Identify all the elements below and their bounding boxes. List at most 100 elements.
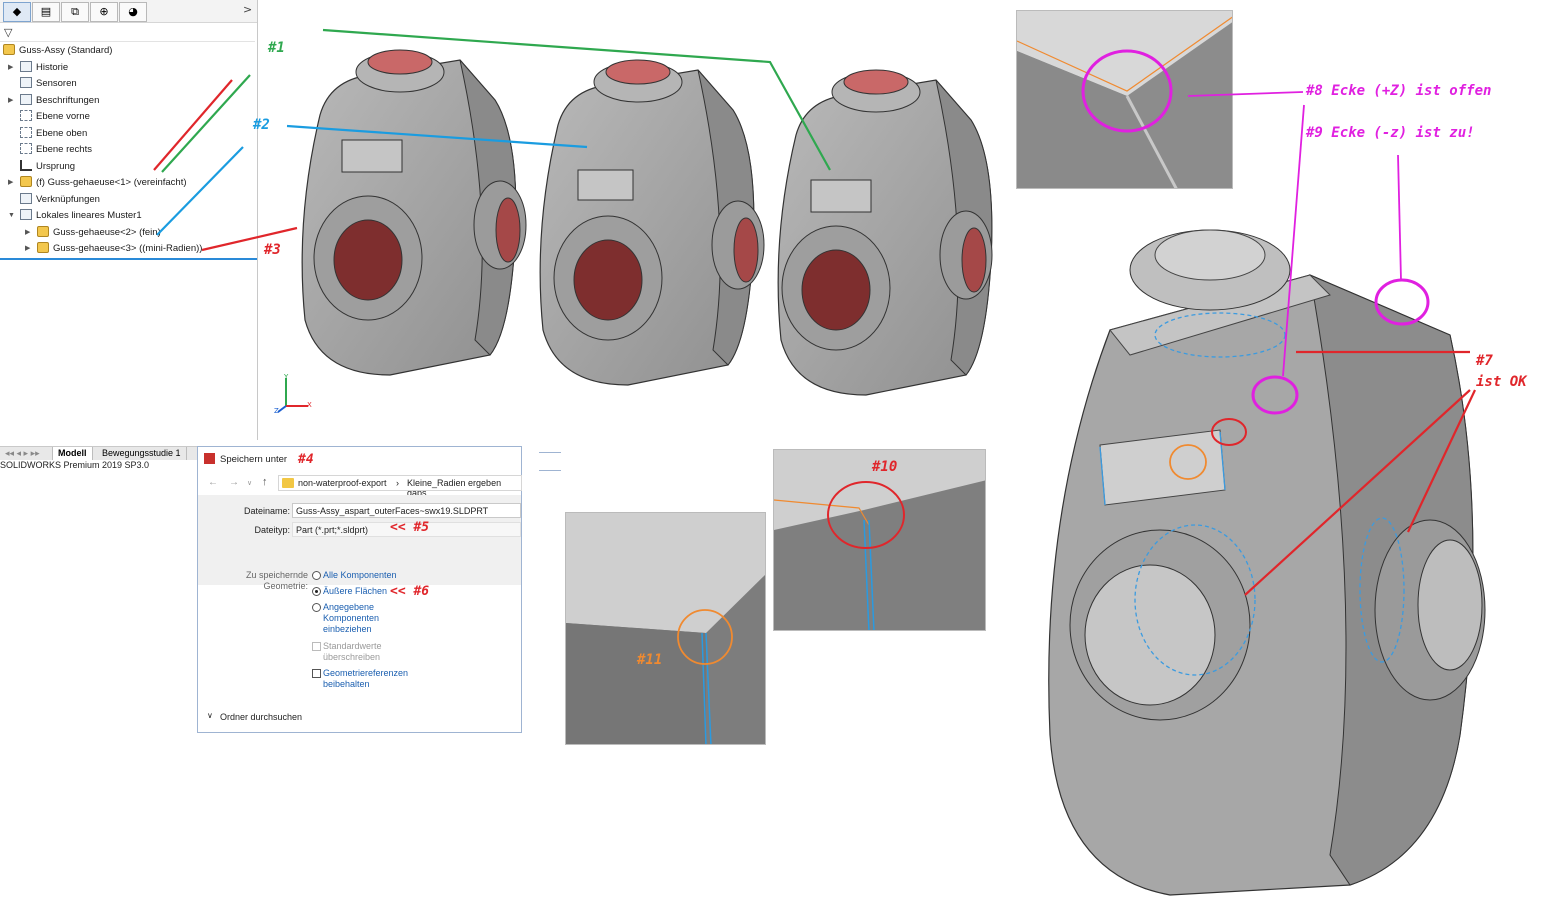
radio-specified-label-line2[interactable]: Komponenten <box>323 613 380 623</box>
plane-icon <box>20 127 32 138</box>
breadcrumb-folder-2[interactable]: Kleine_Radien ergeben gaps <box>407 478 502 498</box>
expand-arrow-icon[interactable]: ▶ <box>25 245 31 252</box>
part-icon <box>37 226 49 237</box>
radio-specified-components[interactable] <box>312 603 321 612</box>
checkbox-keep-georef[interactable] <box>312 669 321 678</box>
origin-icon <box>20 160 32 171</box>
breadcrumb-separator-icon: › <box>396 478 399 488</box>
display-manager-tab-icon[interactable]: ◕ <box>119 2 147 22</box>
tree-item-lineares-muster[interactable]: ▼ Lokales lineares Muster1 <box>8 208 142 224</box>
tree-item-guss-gehaeuse-3[interactable]: ▶ Guss-gehaeuse<3> ((mini-Radien)) <box>25 241 203 257</box>
annotation-11: #11 <box>637 652 663 668</box>
recent-chevron-icon[interactable]: ∨ <box>247 480 253 487</box>
tree-item-label: Guss-gehaeuse<2> (fein) <box>53 227 161 238</box>
tree-item-guss-gehaeuse-2[interactable]: ▶ Guss-gehaeuse<2> (fein) <box>25 225 161 241</box>
part-instance-2[interactable] <box>539 59 765 386</box>
expand-arrow-icon[interactable]: ▶ <box>8 97 14 104</box>
checkbox-keep-georef-label-line2[interactable]: beibehalten <box>323 679 370 689</box>
address-bar[interactable]: non-waterproof-export › Kleine_Radien er… <box>278 475 522 498</box>
tree-item-label: Ebene rechts <box>36 144 92 155</box>
radio-outer-faces[interactable] <box>312 587 321 596</box>
expand-arrow-icon[interactable]: ▶ <box>25 229 31 236</box>
plane-icon <box>20 143 32 154</box>
history-icon <box>20 61 32 72</box>
radio-all-components-label[interactable]: Alle Komponenten <box>323 570 397 580</box>
tree-item-historie[interactable]: ▶ Historie <box>8 60 69 76</box>
tab-scroll-arrows-icon[interactable]: ◂◂ ◂ ▸ ▸▸ <box>0 447 53 460</box>
zoom-inset-10 <box>773 449 986 631</box>
filetype-select[interactable]: Part (*.prt;*.sldprt) <box>292 522 521 537</box>
expand-arrow-icon[interactable]: ▶ <box>8 64 14 71</box>
filename-label: Dateiname: <box>243 506 290 516</box>
tree-root-assembly[interactable]: Guss-Assy (Standard) <box>3 43 112 59</box>
filetype-label: Dateityp: <box>254 525 290 535</box>
radio-all-components[interactable] <box>312 571 321 580</box>
tree-item-ebene-oben[interactable]: Ebene oben <box>20 126 87 142</box>
part-instance-1[interactable] <box>301 49 527 376</box>
graphics-viewport[interactable] <box>260 20 1020 420</box>
browse-folders-link[interactable]: Ordner durchsuchen <box>220 712 303 722</box>
radio-outer-faces-label[interactable]: Äußere Flächen <box>323 586 388 596</box>
tree-item-guss-gehaeuse-1[interactable]: ▶ (f) Guss-gehaeuse<1> (vereinfacht) <box>8 175 187 191</box>
tree-item-verknuepfungen[interactable]: Verknüpfungen <box>20 192 100 208</box>
rollback-bar[interactable] <box>0 258 257 260</box>
dimxpert-tab-icon[interactable]: ⊕ <box>90 2 118 22</box>
status-tab-bar: ◂◂ ◂ ▸ ▸▸ Modell Bewegungsstudie 1 <box>0 446 257 460</box>
tree-item-ebene-vorne[interactable]: Ebene vorne <box>20 109 90 125</box>
annotation-2: #2 <box>253 117 270 133</box>
divider <box>539 470 561 471</box>
geometry-label-line2: Geometrie: <box>263 581 308 591</box>
annotation-5: << #5 <box>390 520 430 535</box>
annotation-10: #10 <box>872 459 898 475</box>
version-status-text: SOLIDWORKS Premium 2019 SP3.0 <box>0 460 150 470</box>
checkbox-override-defaults[interactable] <box>312 642 321 651</box>
checkbox-keep-georef-label-line1[interactable]: Geometriereferenzen <box>323 668 409 678</box>
tree-item-label: Guss-Assy (Standard) <box>19 45 113 56</box>
part-instance-3[interactable] <box>777 69 993 396</box>
tab-motion-study[interactable]: Bewegungsstudie 1 <box>97 447 187 460</box>
tree-item-label: Ebene vorne <box>36 111 90 122</box>
part-icon <box>20 176 32 187</box>
annotation-1: #1 <box>268 40 285 56</box>
tree-item-beschriftungen[interactable]: ▶ Beschriftungen <box>8 93 100 109</box>
tree-filter-row[interactable]: ▽ <box>0 24 255 42</box>
forward-arrow-icon[interactable]: → <box>229 477 239 488</box>
tree-item-ursprung[interactable]: Ursprung <box>20 159 75 175</box>
radio-specified-label-line1[interactable]: Angegebene <box>323 602 375 612</box>
annotation-3: #3 <box>264 242 281 258</box>
tree-item-label: Ebene oben <box>36 128 88 139</box>
expand-arrow-icon[interactable]: ▶ <box>8 179 14 186</box>
up-arrow-icon[interactable]: ↑ <box>262 476 268 488</box>
feature-tree-tab-icon[interactable]: ◆ <box>3 2 31 22</box>
tree-item-ebene-rechts[interactable]: Ebene rechts <box>20 142 92 158</box>
tree-item-label: Ursprung <box>36 161 76 172</box>
mates-icon <box>20 193 32 204</box>
zoom-inset-11 <box>565 512 766 745</box>
configuration-manager-tab-icon[interactable]: ⧉ <box>61 2 89 22</box>
radio-specified-label-line3[interactable]: einbeziehen <box>323 624 372 634</box>
breadcrumb-folder-1[interactable]: non-waterproof-export <box>298 478 387 488</box>
sensor-icon <box>20 77 32 88</box>
property-manager-tab-icon[interactable]: ▤ <box>32 2 60 22</box>
divider <box>539 452 561 453</box>
annotation-9: #9 Ecke (-z) ist zu! <box>1306 125 1475 141</box>
save-as-dialog: Speichern unter ← → ∨ ↑ non-waterproof-e… <box>197 446 522 733</box>
back-arrow-icon[interactable]: ← <box>208 477 218 488</box>
large-part-view[interactable] <box>1020 215 1540 905</box>
tree-item-label: Historie <box>36 62 69 73</box>
plane-icon <box>20 110 32 121</box>
tab-model[interactable]: Modell <box>53 447 93 460</box>
tree-item-sensoren[interactable]: Sensoren <box>20 76 77 92</box>
tree-item-label: Lokales lineares Muster1 <box>36 210 142 221</box>
annotation-7: #7 <box>1476 353 1493 369</box>
tree-item-label: (f) Guss-gehaeuse<1> (vereinfacht) <box>36 177 187 188</box>
collapse-arrow-icon[interactable]: ▼ <box>8 212 15 219</box>
filter-icon[interactable]: ▽ <box>4 26 13 39</box>
panel-expand-icon[interactable]: > <box>243 3 253 16</box>
filename-input[interactable]: Guss-Assy_aspart_outerFaces~swx19.SLDPRT <box>292 503 521 518</box>
tree-item-label: Beschriftungen <box>36 95 100 106</box>
triad-z-label: Z <box>274 407 279 415</box>
tree-item-label: Guss-gehaeuse<3> ((mini-Radien)) <box>53 243 203 254</box>
chevron-down-icon[interactable]: ∨ <box>207 711 213 720</box>
